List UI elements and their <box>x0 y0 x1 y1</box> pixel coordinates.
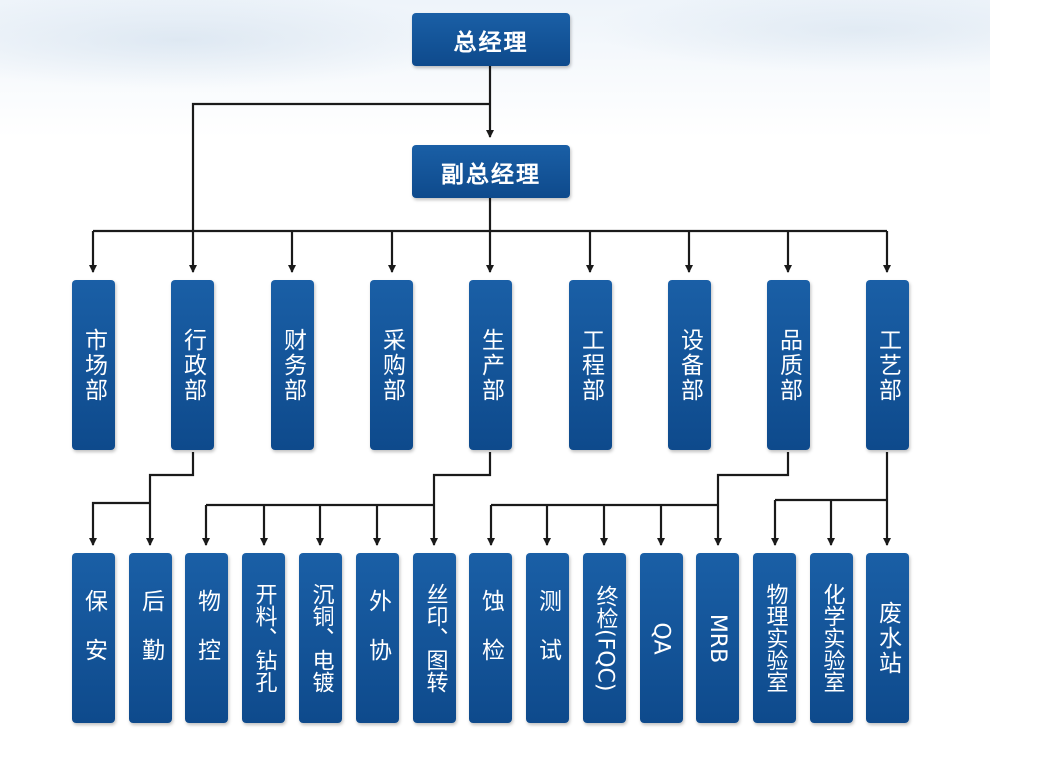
department-label: 工程部 <box>577 327 604 403</box>
unit-wuli-label: 物理实验室 <box>762 583 788 693</box>
unit-ceshi-label: 测试 <box>534 589 561 687</box>
department-label: 品质部 <box>775 327 802 403</box>
unit-houqin: 后勤 <box>129 553 172 723</box>
unit-qa-label: QA <box>649 621 674 655</box>
right-margin <box>990 0 1043 765</box>
department-box-1: 市场部 <box>72 280 115 450</box>
department-label: 财务部 <box>279 327 306 403</box>
department-label: 工艺部 <box>874 327 901 403</box>
department-box-4: 采购部 <box>370 280 413 450</box>
unit-siyin-label: 丝印、图转 <box>422 583 448 693</box>
department-box-9: 工艺部 <box>866 280 909 450</box>
unit-mrb: MRB <box>696 553 739 723</box>
unit-huaxue: 化学实验室 <box>810 553 853 723</box>
deputy-general-manager-box: 副总经理 <box>412 145 570 198</box>
department-box-2: 行政部 <box>171 280 214 450</box>
unit-feishui-label: 废水站 <box>874 600 901 676</box>
unit-zhongjian-label: 终检(FQC) <box>592 584 618 692</box>
unit-chentong-label: 沉铜、电镀 <box>308 583 334 693</box>
unit-feishui: 废水站 <box>866 553 909 723</box>
department-label: 设备部 <box>676 327 703 403</box>
unit-waixie: 外协 <box>356 553 399 723</box>
unit-qa: QA <box>640 553 683 723</box>
unit-shijian-label: 蚀检 <box>477 589 504 687</box>
unit-baoan: 保安 <box>72 553 115 723</box>
department-label: 市场部 <box>80 327 107 403</box>
unit-houqin-label: 后勤 <box>137 589 164 687</box>
department-label: 采购部 <box>378 327 405 403</box>
unit-baoan-label: 保安 <box>80 589 107 687</box>
unit-waixie-label: 外协 <box>364 589 391 687</box>
unit-kailiao: 开料、钻孔 <box>242 553 285 723</box>
unit-wukong: 物控 <box>185 553 228 723</box>
unit-zhongjian: 终检(FQC) <box>583 553 626 723</box>
department-box-3: 财务部 <box>271 280 314 450</box>
unit-ceshi: 测试 <box>526 553 569 723</box>
unit-kailiao-label: 开料、钻孔 <box>251 583 277 693</box>
department-box-7: 设备部 <box>668 280 711 450</box>
unit-huaxue-label: 化学实验室 <box>819 583 845 693</box>
unit-wukong-label: 物控 <box>193 589 220 687</box>
unit-shijian: 蚀检 <box>469 553 512 723</box>
unit-mrb-label: MRB <box>705 613 730 663</box>
department-label: 生产部 <box>477 327 504 403</box>
general-manager-box: 总经理 <box>412 13 570 66</box>
general-manager-label: 总经理 <box>453 29 529 56</box>
unit-wuli: 物理实验室 <box>753 553 796 723</box>
department-box-8: 品质部 <box>767 280 810 450</box>
unit-siyin: 丝印、图转 <box>413 553 456 723</box>
unit-chentong: 沉铜、电镀 <box>299 553 342 723</box>
department-box-6: 工程部 <box>569 280 612 450</box>
department-box-5: 生产部 <box>469 280 512 450</box>
deputy-general-manager-label: 副总经理 <box>441 161 541 188</box>
department-label: 行政部 <box>179 327 206 403</box>
